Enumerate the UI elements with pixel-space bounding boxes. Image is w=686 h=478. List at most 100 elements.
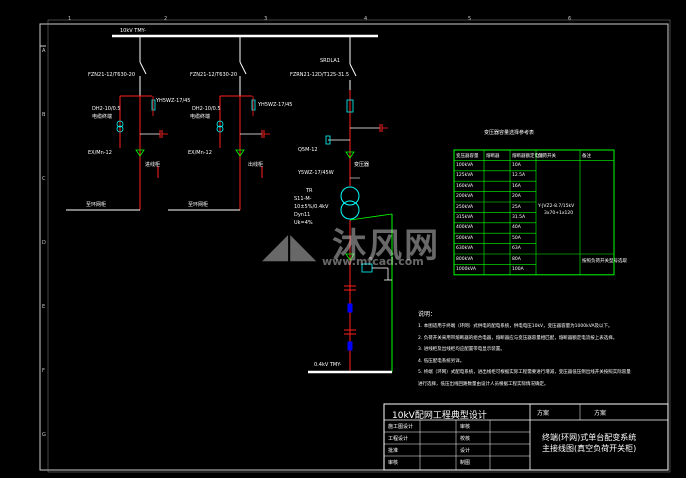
drawing-title-2: 主接线图(真空负荷开关柜) xyxy=(542,444,637,453)
table-merged-switch: Y-JVZ2-8.7/15kV xyxy=(538,204,575,210)
notes-title: 说明： xyxy=(418,311,437,318)
frame-letter: A xyxy=(42,48,46,54)
table-cell: 80A xyxy=(512,256,521,262)
tb-left-label: 工程设计 xyxy=(388,436,409,442)
frame-letter: G xyxy=(42,432,46,438)
table-cell: 100A xyxy=(512,266,524,272)
watermark-logo: ◢◣ 沐风网 xyxy=(262,226,441,266)
table-cell: 800kVA xyxy=(456,256,474,262)
frame-number: 3 xyxy=(264,16,268,22)
tr-group: Dyn11 xyxy=(294,212,311,218)
feeder-2-cable-note: 电缆终端 xyxy=(190,114,211,120)
table-cell: 20A xyxy=(512,194,521,200)
table-cell: 31.5A xyxy=(512,214,526,220)
tr-fuse: Q5M-12 xyxy=(298,147,318,153)
bus-10kv-label: 10kV TMY- xyxy=(120,28,146,34)
tr-ratio: 10±5%/0.4kV xyxy=(294,204,329,210)
note-item: 进行选择，低压出线回路数量由设计人员根据工程实际情况确定。 xyxy=(418,381,549,387)
feeder-1-meter-ct: DH2-10/0.5 xyxy=(92,106,121,112)
table-header-4: 备注 xyxy=(582,153,591,159)
tr-switch: FZRN21-12D/T125-31.5 xyxy=(290,72,350,78)
table-cell: 200kVA xyxy=(456,194,474,200)
feeder-2-relay: EX/Mn-12 xyxy=(188,150,212,156)
note-item: 4. 低压配电系统另详。 xyxy=(418,358,465,364)
watermark-url: www.mfcad.com xyxy=(322,255,424,268)
project-name: 10kV配网工程典型设计 xyxy=(392,411,487,421)
table-cell: 40A xyxy=(512,225,521,231)
tb-field-label: 制图 xyxy=(460,460,471,466)
feeder-2-switch: FZN21-12/T630-20 xyxy=(190,72,238,78)
table-cell: 50A xyxy=(512,235,521,241)
frame-number: 6 xyxy=(568,16,572,22)
frame-letter: D xyxy=(42,240,46,246)
tb-left-label: 批准 xyxy=(388,448,399,454)
note-item: 1. 本图适用于终端（环网）式供电的配电系统，供电电压10kV，变压器容量为10… xyxy=(418,324,613,329)
tr-model: S11-M- xyxy=(294,196,312,202)
note-item: 2. 负荷开关采用带熔断器的组合电器，熔断器应与变压器容量相匹配，熔断器额定电流… xyxy=(418,335,618,341)
table-cell: 250kVA xyxy=(456,204,474,210)
feeder-2-dest: 至环网柜 xyxy=(188,202,209,208)
project-label: 方案 xyxy=(537,410,550,417)
table-cell: 16A xyxy=(512,183,521,189)
frame-number: 1 xyxy=(68,16,72,22)
feeder-2-arrester: YH5WZ-17/45 xyxy=(258,102,293,108)
tb-field-label: 校核 xyxy=(460,436,471,442)
table-cell: 63A xyxy=(512,246,521,252)
table-cell: 315kVA xyxy=(456,214,474,220)
feeder-1-relay: EX/Mn-12 xyxy=(88,150,112,156)
tr-label: TR xyxy=(306,188,313,194)
frame-ticks xyxy=(39,24,46,470)
feeder-2-label: 出线柜 xyxy=(248,162,264,168)
drawing-title-1: 终端(环网)式单台配变系统 xyxy=(542,433,637,442)
tb-left-label: 施工图设计 xyxy=(388,424,414,430)
note-item: 3. 进线柜及出线柜均应配置带电显示装置。 xyxy=(418,347,505,352)
note-item: 5. 终端（环网）式配电系统，进出线柜可根据实际工程需要进行增减，变压器低压侧出… xyxy=(418,370,631,375)
tr-arrester: Y5WZ-17/45W xyxy=(298,170,334,176)
table-cell: 160kVA xyxy=(456,183,474,189)
table-title: 变压器容量选择参考表 xyxy=(484,130,535,136)
tb-field-label: 设计 xyxy=(460,448,471,454)
table-header-1: 熔断器 xyxy=(486,153,500,159)
table-cell: 100kVA xyxy=(456,162,474,168)
frame-number: 2 xyxy=(164,16,168,22)
tb-left-label: 审核 xyxy=(388,460,399,466)
frame-letter: B xyxy=(42,112,46,118)
bus-0.4kv-label: 0.4kV TMY- xyxy=(314,362,342,368)
feeder-2 xyxy=(168,36,270,211)
table-cell: 400kVA xyxy=(456,225,474,231)
table-cell: 25A xyxy=(512,204,521,210)
sheet-label: 方案 xyxy=(594,410,607,417)
transformer-feeder xyxy=(325,36,393,372)
table-merged-switch2: 3x70+1x120 xyxy=(544,211,574,217)
outer-border xyxy=(47,19,671,473)
table-cell: 125kVA xyxy=(456,173,474,179)
feeder-1-dest: 至环网柜 xyxy=(86,202,107,208)
frame-letter: F xyxy=(42,368,45,374)
table-header-2: 熔断器额定电流 xyxy=(512,153,544,159)
frame-number: 4 xyxy=(364,16,368,22)
table-header-0: 变压器容量 xyxy=(456,153,479,159)
tb-field-label: 审核 xyxy=(460,424,471,430)
frame-number: 5 xyxy=(468,16,472,22)
title-block xyxy=(383,403,669,471)
feeder-2-meter-ct: DH2-10/0.5 xyxy=(192,106,221,112)
feeder-1-cable-note: 电缆终端 xyxy=(92,114,113,120)
table-header-3: 负荷开关 xyxy=(538,153,556,159)
table-cell: 12.5A xyxy=(512,173,526,179)
table-merged-note: 按照负荷开关型号选取 xyxy=(582,259,627,265)
feeder-1-arrester: YH5WZ-17/45 xyxy=(156,98,191,104)
feeder-1 xyxy=(66,36,168,211)
tr-uk: Uk=4% xyxy=(294,220,313,226)
table-cell: 10A xyxy=(512,162,521,168)
tr-top-label: SRDLA1 xyxy=(320,58,340,64)
reference-table xyxy=(453,149,615,276)
tr-name: 变压器 xyxy=(354,162,370,168)
feeder-1-label: 进线柜 xyxy=(145,162,161,168)
frame-letter: E xyxy=(42,304,46,310)
feeder-1-switch: FZN21-12/T630-20 xyxy=(88,72,136,78)
table-cell: 630kVA xyxy=(456,246,474,252)
frame-letter: C xyxy=(42,176,46,182)
table-cell: 1000kVA xyxy=(456,266,476,272)
